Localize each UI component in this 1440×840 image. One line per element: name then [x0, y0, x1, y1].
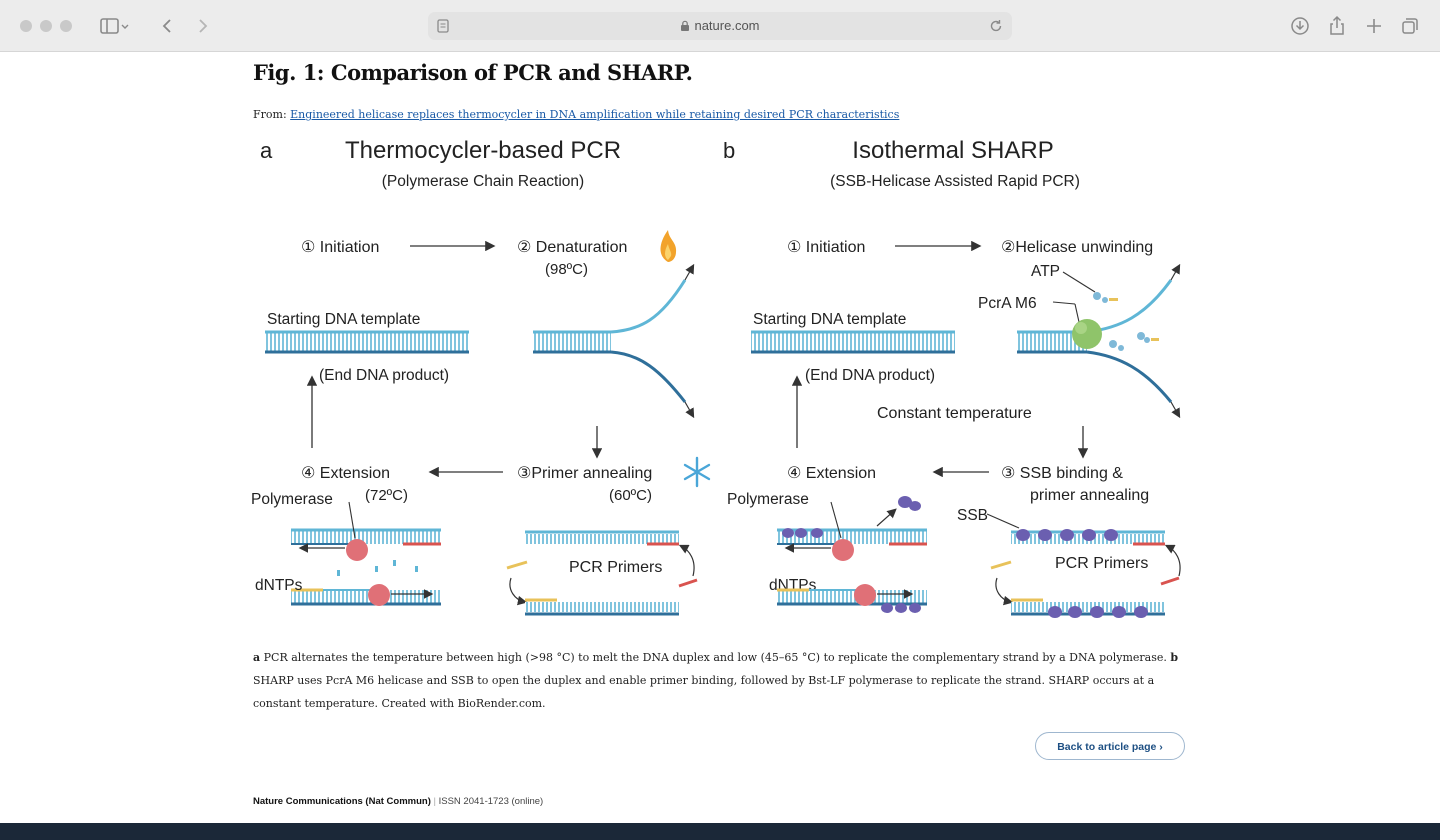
panel-a-subtitle: (Polymerase Chain Reaction) [382, 173, 584, 190]
url-text: nature.com [428, 12, 1012, 42]
footer-journal[interactable]: Nature Communications (Nat Commun) [253, 796, 431, 807]
footer: Nature Communications (Nat Commun) | ISS… [253, 796, 544, 807]
panel-b-step2: ②Helicase unwinding [1001, 239, 1153, 256]
panel-b-pcra: PcrA M6 [978, 295, 1037, 312]
dna-template-b [751, 330, 955, 354]
panel-a-primers: PCR Primers [569, 559, 662, 576]
figure-caption: a PCR alternates the temperature between… [253, 646, 1193, 715]
panel-a-polymerase: Polymerase [251, 491, 333, 508]
close-window-button[interactable] [20, 20, 32, 32]
chevron-left-icon[interactable] [156, 14, 180, 38]
panel-a-step4: ④ Extension [301, 465, 390, 482]
caption-b-text: SHARP uses PcrA M6 helicase and SSB to o… [253, 674, 1155, 710]
minimize-window-button[interactable] [40, 20, 52, 32]
dna-template-a [265, 330, 469, 354]
panel-a-letter: a [260, 138, 273, 163]
atp-molecules [1093, 292, 1159, 351]
download-icon[interactable] [1288, 14, 1312, 38]
panel-a-step2: ② Denaturation [517, 239, 627, 256]
from-label: From: [253, 108, 287, 121]
panel-a-start-template: Starting DNA template [267, 311, 420, 328]
caption-a-label: a [253, 651, 261, 664]
panel-b-end-product: (End DNA product) [805, 367, 935, 384]
panel-b-atp: ATP [1031, 263, 1060, 280]
page-title: Fig. 1: Comparison of PCR and SHARP. [253, 60, 693, 85]
panel-b-step1: ① Initiation [787, 239, 865, 256]
caption-b-label: b [1170, 651, 1179, 664]
share-icon[interactable] [1325, 14, 1349, 38]
lock-icon [680, 14, 690, 42]
back-to-article-button[interactable]: Back to article page › [1035, 732, 1185, 760]
panel-b-step4: ④ Extension [787, 465, 876, 482]
sidebar-icon[interactable] [96, 14, 132, 38]
extension-diagram-a [291, 501, 441, 606]
figure-illustration: a Thermocycler-based PCR (Polymerase Cha… [251, 137, 1181, 618]
dna-denatured-a [533, 263, 695, 419]
zoom-window-button[interactable] [60, 20, 72, 32]
chevron-right-icon[interactable] [190, 14, 214, 38]
panel-b-subtitle: (SSB-Helicase Assisted Rapid PCR) [830, 173, 1080, 190]
panel-b-constant: Constant temperature [877, 405, 1032, 422]
tabs-icon[interactable] [1398, 14, 1422, 38]
url-label: nature.com [694, 18, 760, 33]
panel-a-step4-temp: (72ºC) [365, 487, 408, 504]
browser-toolbar: nature.com [0, 0, 1440, 52]
panel-a-step3-temp: (60ºC) [609, 487, 652, 504]
source-line: From: Engineered helicase replaces therm… [253, 108, 899, 121]
plus-icon[interactable] [1362, 14, 1386, 38]
reader-icon[interactable] [436, 18, 450, 39]
panel-a-dntps: dNTPs [255, 577, 303, 594]
site-footer-bar [0, 823, 1440, 840]
panel-b-step3-line1: ③ SSB binding & [1001, 465, 1123, 482]
reload-icon[interactable] [988, 18, 1004, 39]
annealing-diagram-a [506, 530, 698, 616]
footer-issn: ISSN 2041-1723 (online) [438, 796, 544, 807]
panel-b-letter: b [723, 138, 735, 163]
panel-b-title: Isothermal SHARP [852, 137, 1053, 164]
panel-b-step3-line2: primer annealing [1030, 487, 1149, 504]
panel-a-end-product: (End DNA product) [319, 367, 449, 384]
panel-a-step1: ① Initiation [301, 239, 379, 256]
panel-b-polymerase: Polymerase [727, 491, 809, 508]
snowflake-icon [683, 456, 711, 488]
panel-a-title: Thermocycler-based PCR [345, 137, 621, 164]
panel-b-primers: PCR Primers [1055, 555, 1148, 572]
panel-a-step2-temp: (98ºC) [545, 261, 588, 278]
caption-a-text: PCR alternates the temperature between h… [263, 651, 1167, 664]
flame-icon [660, 230, 677, 262]
helicase-icon [1072, 319, 1102, 349]
extension-diagram-b [777, 496, 927, 613]
panel-b-ssb: SSB [957, 507, 988, 524]
address-bar[interactable]: nature.com [428, 12, 1012, 40]
panel-a-step3: ③Primer annealing [517, 465, 652, 482]
article-link[interactable]: Engineered helicase replaces thermocycle… [290, 108, 900, 121]
panel-b-start-template: Starting DNA template [753, 311, 906, 328]
annealing-diagram-b [986, 513, 1181, 618]
